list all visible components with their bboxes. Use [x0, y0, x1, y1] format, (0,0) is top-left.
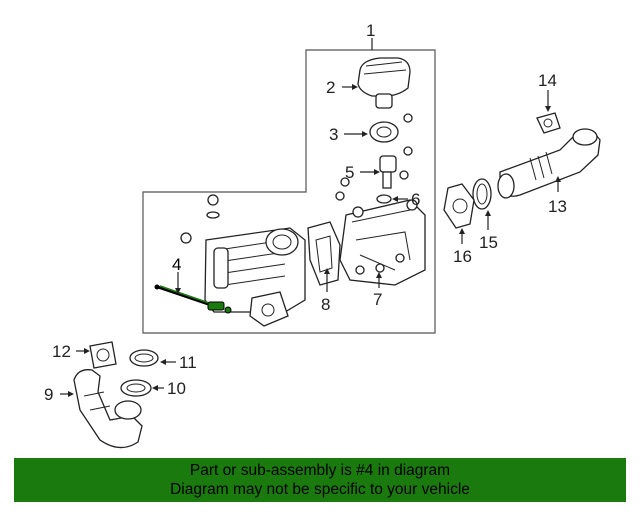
assembly-1-outline: [142, 49, 436, 334]
part-2-egr-valve[interactable]: [357, 57, 411, 109]
part-13-pipe[interactable]: [497, 128, 601, 199]
part-10-seal[interactable]: [120, 379, 152, 397]
part-11-clamp[interactable]: [129, 349, 159, 367]
callout-13: 13: [548, 197, 567, 216]
callout-3: 3: [329, 125, 338, 144]
callout-6: 6: [411, 190, 420, 209]
part-15-clamp[interactable]: [472, 178, 492, 210]
part-5-sensor[interactable]: [379, 155, 397, 189]
bolt-small: [375, 263, 385, 273]
part-3-gasket[interactable]: [369, 121, 399, 143]
callout-11: 11: [179, 353, 197, 372]
bolt-small: [335, 191, 345, 201]
bolt-small: [403, 113, 413, 123]
bolt-small: [395, 253, 405, 263]
callout-7: 7: [373, 290, 382, 309]
banner-line-1: Part or sub-assembly is #4 in diagram: [189, 462, 451, 479]
info-banner: Part or sub-assembly is #4 in diagram Di…: [14, 458, 626, 502]
part-4-highlighted-rod[interactable]: [154, 284, 232, 314]
callout-8: 8: [321, 295, 330, 314]
part-8-gasket-plate[interactable]: [307, 221, 341, 286]
callout-15: 15: [479, 233, 498, 252]
part-12-gasket[interactable]: [89, 341, 117, 369]
part-9-pipe[interactable]: [73, 369, 143, 449]
callout-5: 5: [345, 163, 354, 182]
banner-line-2: Diagram may not be specific to your vehi…: [170, 481, 470, 498]
part-6-o-ring[interactable]: [376, 194, 392, 204]
callout-leaders: [60, 84, 561, 397]
part-14-gasket[interactable]: [536, 112, 561, 134]
bolt-small: [355, 265, 365, 275]
exploded-parts-diagram: 1 2 3 4 5 6 7 8 9 10 11 12 13 14 15 16: [44, 21, 601, 449]
callout-9: 9: [44, 385, 53, 404]
bolt-small: [403, 146, 413, 156]
arrowhead: [175, 288, 181, 294]
callout-4: 4: [172, 255, 181, 274]
part-7-housing[interactable]: [339, 199, 426, 286]
callout-16: 16: [453, 247, 472, 266]
part-16-flange[interactable]: [443, 183, 475, 229]
callout-14: 14: [538, 71, 557, 90]
bolt-small: [340, 177, 350, 187]
egr-cooler-assembly: [180, 194, 306, 327]
callout-1: 1: [366, 21, 375, 40]
callout-2: 2: [326, 78, 335, 97]
bolt-small: [399, 170, 409, 180]
callout-10: 10: [167, 379, 186, 398]
callout-12: 12: [52, 342, 71, 361]
